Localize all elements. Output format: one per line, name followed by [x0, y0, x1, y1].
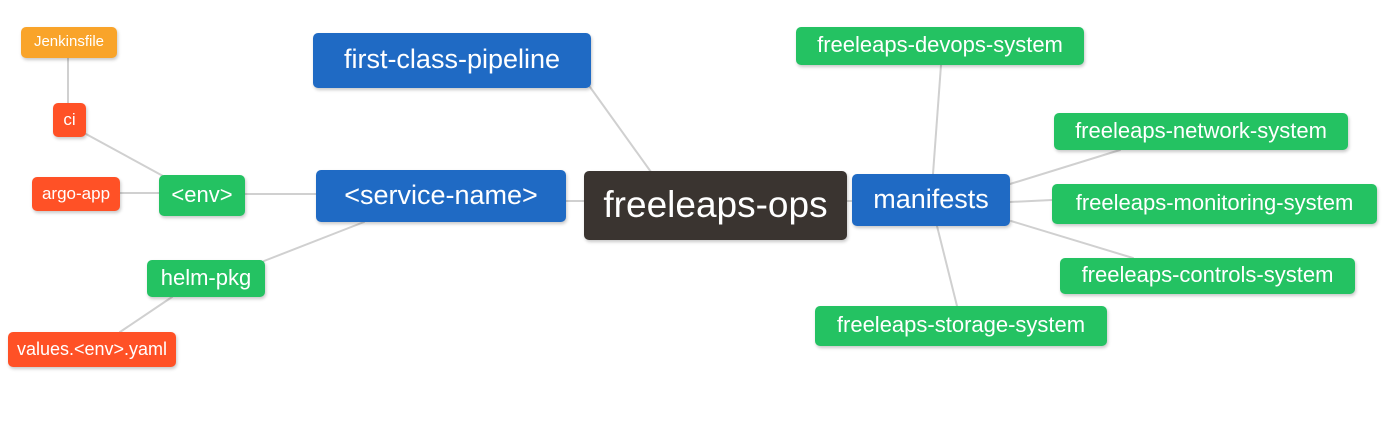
node-jenkinsfile[interactable]: Jenkinsfile	[21, 27, 117, 58]
edge-manifests-storage-system	[936, 225, 958, 307]
node-network-system[interactable]: freeleaps-network-system	[1054, 113, 1348, 150]
node-label: freeleaps-devops-system	[817, 32, 1063, 57]
node-service-name[interactable]: <service-name>	[316, 170, 566, 222]
edge-first-class-pipeline-freeleaps-ops	[589, 86, 652, 173]
edge-values-env-yaml-helm-pkg	[119, 296, 173, 333]
node-label: <service-name>	[344, 179, 538, 210]
edge-helm-pkg-service-name	[263, 221, 365, 262]
node-env[interactable]: <env>	[159, 175, 245, 216]
node-argo-app[interactable]: argo-app	[32, 177, 120, 211]
node-monitoring-system[interactable]: freeleaps-monitoring-system	[1052, 184, 1377, 224]
node-helm-pkg[interactable]: helm-pkg	[147, 260, 265, 297]
node-devops-system[interactable]: freeleaps-devops-system	[796, 27, 1084, 65]
node-controls-system[interactable]: freeleaps-controls-system	[1060, 258, 1355, 294]
node-manifests[interactable]: manifests	[852, 174, 1010, 226]
edge-manifests-controls-system	[1010, 220, 1134, 259]
node-label: argo-app	[41, 183, 111, 203]
node-ci[interactable]: ci	[53, 103, 86, 137]
node-freeleaps-ops[interactable]: freeleaps-ops	[584, 171, 847, 240]
node-label: freeleaps-storage-system	[836, 312, 1086, 337]
node-storage-system[interactable]: freeleaps-storage-system	[815, 306, 1107, 346]
node-label: values.<env>.yaml	[16, 338, 168, 359]
edge-ci-env	[85, 133, 164, 177]
node-label: Jenkinsfile	[33, 33, 105, 50]
edge-manifests-devops-system	[932, 64, 942, 175]
node-label: freeleaps-controls-system	[1081, 262, 1334, 287]
node-values-env-yaml[interactable]: values.<env>.yaml	[8, 332, 176, 367]
edge-manifests-network-system	[1009, 149, 1121, 185]
node-first-class-pipeline[interactable]: first-class-pipeline	[313, 33, 591, 88]
node-label: freeleaps-monitoring-system	[1075, 190, 1354, 215]
node-label: freeleaps-ops	[603, 184, 828, 225]
node-label: freeleaps-network-system	[1075, 117, 1327, 143]
node-label: <env>	[171, 181, 233, 207]
node-label: manifests	[873, 183, 989, 214]
node-label: first-class-pipeline	[343, 44, 561, 74]
node-label: helm-pkg	[160, 264, 252, 290]
node-label: ci	[63, 109, 76, 129]
edge-manifests-monitoring-system	[1009, 199, 1053, 203]
